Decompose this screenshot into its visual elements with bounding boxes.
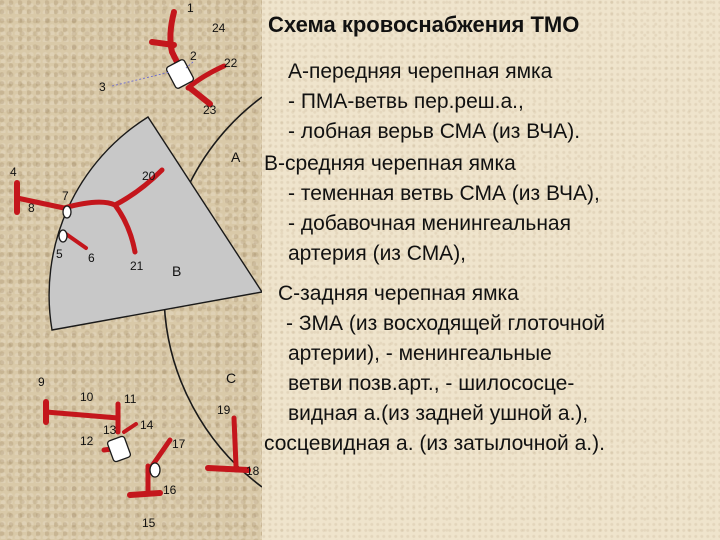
vessel-18 <box>205 465 251 473</box>
label-15: 15 <box>142 516 156 530</box>
section-c-item-3: ветви позв.арт., - шилососце- <box>288 372 575 395</box>
label-9: 9 <box>38 375 45 389</box>
zone-label-b: В <box>172 263 181 279</box>
section-a-item-1: - ПМА-ветвь пер.реш.а., <box>288 90 524 113</box>
foramen-13 <box>106 435 132 463</box>
description-text: А-передняя черепная ямка - ПМА-ветвь пер… <box>264 57 716 459</box>
vessel-15 <box>127 490 163 498</box>
label-16: 16 <box>163 483 177 497</box>
label-2: 2 <box>190 49 197 63</box>
label-3: 3 <box>99 80 106 94</box>
vessel-23 <box>187 85 213 107</box>
number-labels: 1 2 3 4 5 6 7 8 9 10 11 12 13 14 15 16 1… <box>10 1 260 530</box>
label-11: 11 <box>124 392 137 406</box>
section-c-heading: С-задняя черепная ямка <box>278 282 519 305</box>
foramen-5 <box>58 229 68 243</box>
zone-label-c: С <box>226 370 236 386</box>
label-1: 1 <box>187 1 194 15</box>
label-24: 24 <box>212 21 226 35</box>
label-17: 17 <box>172 437 186 451</box>
vessels <box>14 9 251 498</box>
label-7: 7 <box>62 189 69 203</box>
label-20: 20 <box>142 169 156 183</box>
section-c-item-1: - ЗМА (из восходящей глоточной <box>286 312 605 335</box>
vessel-14 <box>122 422 138 434</box>
section-c-item-5: сосцевидная а. (из затылочной а.). <box>264 432 605 455</box>
section-b-item-3: артерия (из СМА), <box>288 242 467 265</box>
foramen-16 <box>149 462 161 478</box>
blood-supply-diagram: 1 2 3 4 5 6 7 8 9 10 11 12 13 14 15 16 1… <box>10 1 262 530</box>
label-4: 4 <box>10 165 17 179</box>
label-12: 12 <box>80 434 94 448</box>
foramen-7 <box>62 205 72 219</box>
label-18: 18 <box>246 464 260 478</box>
label-5: 5 <box>56 247 63 261</box>
leader-lines <box>111 61 194 87</box>
vessel-17 <box>149 437 173 469</box>
label-10: 10 <box>80 390 94 404</box>
section-c-item-2: артерии), - менингеальные <box>288 342 552 365</box>
page-title: Схема кровоснабжения ТМО <box>268 12 580 37</box>
label-13: 13 <box>103 423 117 437</box>
label-23: 23 <box>203 103 217 117</box>
label-22: 22 <box>224 56 238 70</box>
label-21: 21 <box>130 259 144 273</box>
section-c-item-4: видная а.(из задней ушной а.), <box>288 402 589 425</box>
vessel-8 <box>14 195 67 211</box>
label-14: 14 <box>140 418 154 432</box>
vessel-1 <box>167 9 181 67</box>
label-19: 19 <box>217 403 231 417</box>
label-6: 6 <box>88 251 95 265</box>
section-b-item-2: - добавочная менингеальная <box>288 212 571 235</box>
vessel-10 <box>43 409 121 421</box>
vessel-6 <box>64 232 88 250</box>
section-a-heading: А-передняя черепная ямка <box>288 60 553 83</box>
section-a-item-2: - лобная верьв СМА (из ВЧА). <box>288 120 581 143</box>
text-panel <box>262 0 720 540</box>
section-b-heading: В-средняя черепная ямка <box>264 152 516 175</box>
zone-label-a: А <box>231 149 241 165</box>
vessel-19 <box>231 415 239 469</box>
section-b-item-1: - теменная ветвь СМА (из ВЧА), <box>288 182 600 205</box>
foramen-2 <box>165 59 195 89</box>
label-8: 8 <box>28 201 35 215</box>
vessel-21 <box>112 202 138 255</box>
foramina <box>58 59 195 478</box>
